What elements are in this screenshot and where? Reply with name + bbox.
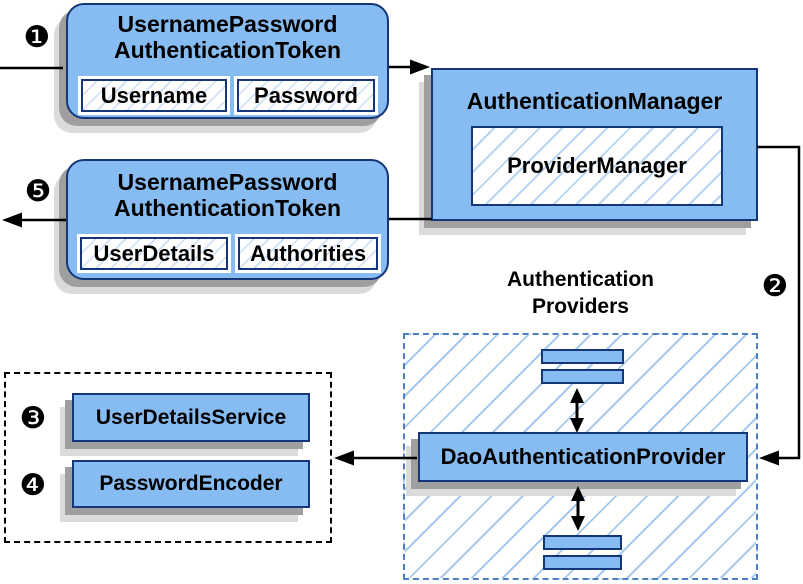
provider-stack-bar <box>543 535 622 550</box>
request-token-title: UsernamePassword AuthenticationToken <box>68 11 387 63</box>
response-token-title-line1: UsernamePassword <box>117 169 338 195</box>
authentication-manager-box: AuthenticationManager ProviderManager <box>431 68 758 221</box>
step-1-badge: ❶ <box>23 20 51 55</box>
request-token-title-line1: UsernamePassword <box>117 11 338 37</box>
provider-manager-box: ProviderManager <box>471 126 723 206</box>
password-encoder-box: PasswordEncoder <box>72 460 310 508</box>
response-token-title-line2: AuthenticationToken <box>113 195 341 221</box>
authentication-providers-heading-line1: Authentication <box>507 268 654 291</box>
step-3-badge: ❸ <box>19 401 47 436</box>
authentication-providers-heading-line2: Providers <box>532 295 629 318</box>
dao-authentication-provider-box: DaoAuthenticationProvider <box>418 432 748 482</box>
response-token-box: UsernamePassword AuthenticationToken Use… <box>66 159 389 280</box>
step-5-badge: ❺ <box>24 174 52 209</box>
arrowhead-icon <box>759 450 779 466</box>
response-token-title: UsernamePassword AuthenticationToken <box>68 169 387 221</box>
userdetails-field: UserDetails <box>80 237 228 270</box>
user-details-service-box: UserDetailsService <box>72 393 310 442</box>
username-field: Username <box>81 79 227 112</box>
authentication-providers-heading: Authentication Providers <box>403 266 758 320</box>
arrowhead-icon <box>334 450 354 466</box>
request-token-box: UsernamePassword AuthenticationToken Use… <box>66 3 389 119</box>
step-2-badge: ❷ <box>761 269 789 304</box>
arrowhead-icon <box>2 212 22 228</box>
authorities-field: Authorities <box>238 237 378 270</box>
collaborators-region <box>4 372 332 543</box>
step-4-badge: ❹ <box>19 468 47 503</box>
provider-stack-bar <box>543 555 622 570</box>
arrowhead-icon <box>410 59 430 75</box>
password-field: Password <box>237 79 375 112</box>
request-token-title-line2: AuthenticationToken <box>113 37 341 63</box>
provider-stack-bar <box>541 349 624 364</box>
provider-stack-bar <box>541 369 624 384</box>
authentication-manager-title: AuthenticationManager <box>466 88 723 114</box>
